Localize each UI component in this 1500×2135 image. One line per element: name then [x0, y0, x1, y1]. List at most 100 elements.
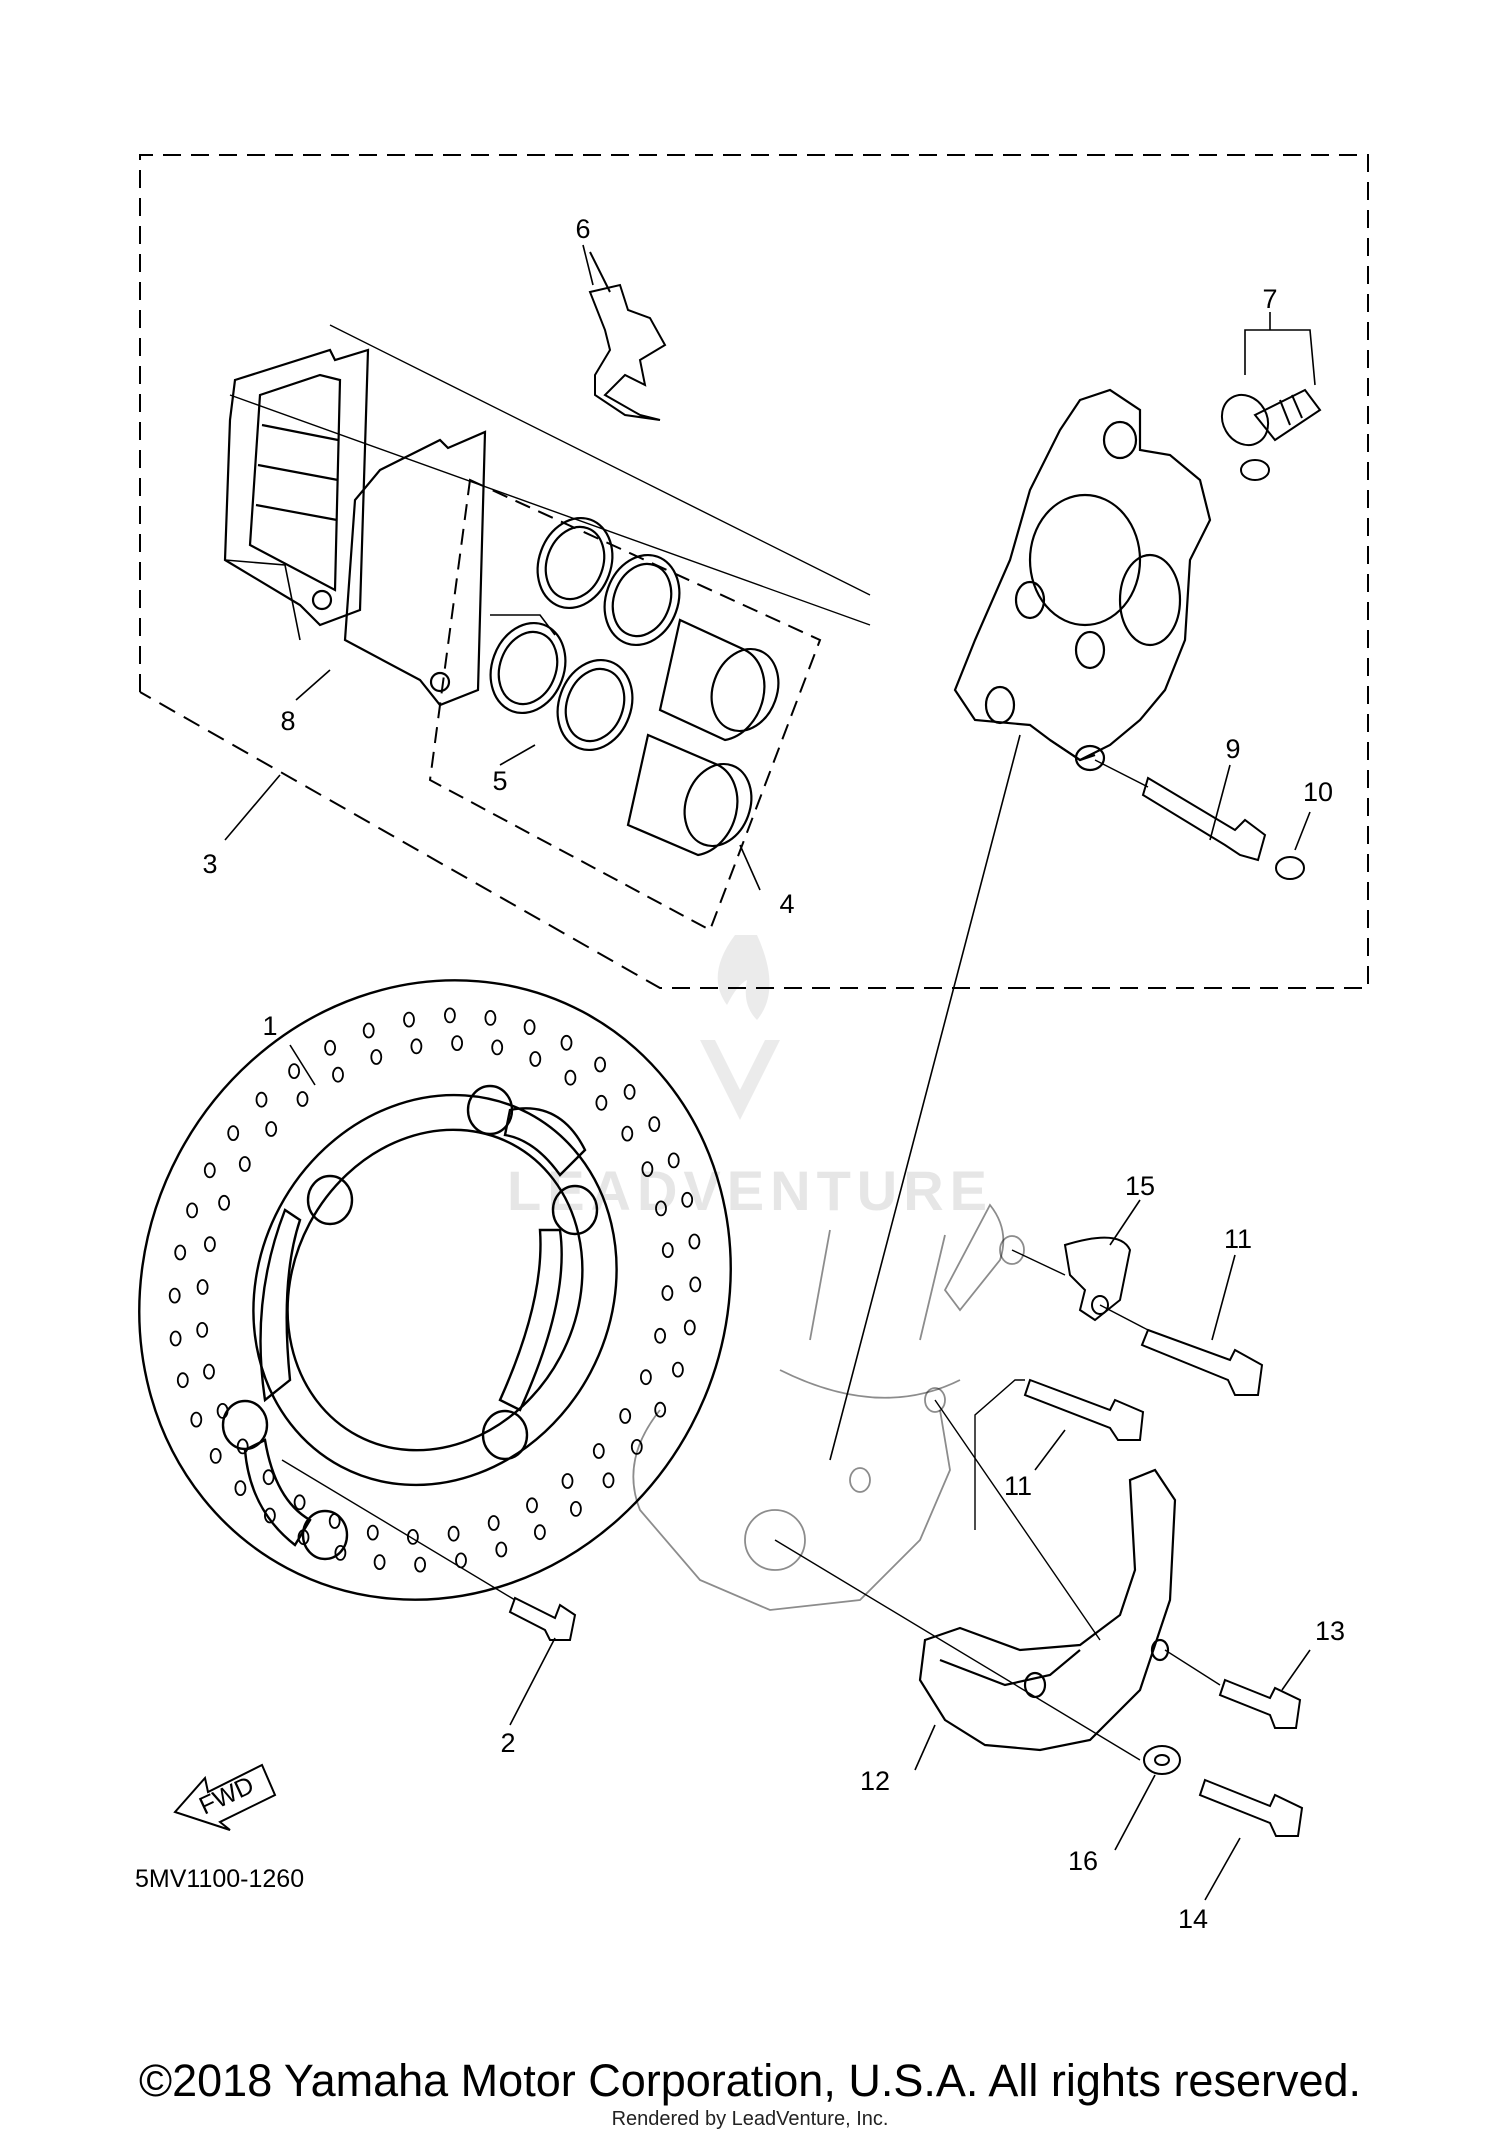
- leadventure-watermark: LEADVENTURE: [507, 935, 993, 1222]
- rendered-by-credit: Rendered by LeadVenture, Inc.: [611, 2108, 889, 2130]
- vent-hole: [654, 1401, 667, 1418]
- vent-hole: [648, 1116, 661, 1132]
- vent-hole: [561, 1473, 574, 1489]
- callout-12: 12: [860, 1766, 890, 1796]
- callout-15: 15: [1125, 1171, 1155, 1201]
- vent-hole: [681, 1191, 694, 1208]
- vent-hole: [640, 1369, 652, 1386]
- vent-hole: [362, 1022, 375, 1039]
- vent-hole: [667, 1152, 680, 1169]
- vent-hole: [495, 1541, 508, 1558]
- vent-hole: [447, 1525, 460, 1542]
- callout-16: 16: [1068, 1846, 1098, 1876]
- vent-hole: [641, 1161, 654, 1177]
- callout-11a: 11: [1224, 1224, 1252, 1254]
- vent-hole: [332, 1066, 344, 1083]
- vent-hole: [491, 1039, 504, 1056]
- vent-hole: [203, 1363, 215, 1380]
- pad-spring: [588, 251, 667, 421]
- vent-hole: [487, 1515, 500, 1531]
- fwd-arrow-icon: FWD: [173, 1763, 277, 1831]
- vent-hole: [526, 1497, 538, 1514]
- vent-hole: [672, 1361, 684, 1378]
- vent-hole: [168, 1287, 181, 1304]
- vent-hole: [196, 1279, 209, 1295]
- vent-hole: [560, 1034, 573, 1051]
- vent-hole: [595, 1094, 608, 1111]
- vent-hole: [334, 1545, 347, 1561]
- callout-8: 8: [280, 706, 295, 736]
- seals-and-pistons: [489, 516, 780, 857]
- vent-hole: [623, 1084, 636, 1100]
- vent-hole: [564, 1069, 577, 1086]
- vent-hole: [227, 1125, 240, 1141]
- vent-hole: [602, 1472, 615, 1489]
- vent-hole: [324, 1039, 337, 1056]
- seal-kit-outline: [428, 478, 822, 932]
- vent-hole: [529, 1051, 542, 1067]
- vent-hole: [234, 1480, 247, 1496]
- disc-vent-holes: [168, 1007, 702, 1573]
- vent-hole: [619, 1408, 632, 1424]
- vent-hole: [203, 1236, 216, 1253]
- vent-hole: [297, 1529, 310, 1546]
- callout-7: 7: [1262, 284, 1277, 314]
- front-fork: [632, 1203, 1025, 1611]
- vent-hole: [373, 1554, 386, 1570]
- vent-hole: [570, 1501, 582, 1517]
- slide-pin: [1141, 776, 1305, 880]
- vent-hole: [366, 1524, 379, 1541]
- vent-hole: [630, 1439, 643, 1455]
- vent-hole: [655, 1200, 667, 1217]
- copyright-notice: ©2018 Yamaha Motor Corporation, U.S.A. A…: [138, 2055, 1362, 2106]
- callout-3: 3: [202, 849, 217, 879]
- vent-hole: [683, 1319, 696, 1336]
- vent-hole: [218, 1194, 231, 1211]
- vent-hole: [654, 1327, 666, 1344]
- callout-10: 10: [1303, 777, 1333, 807]
- vent-hole: [328, 1513, 341, 1529]
- vent-hole: [414, 1556, 427, 1573]
- vent-hole: [288, 1063, 301, 1079]
- fasteners: [1023, 1236, 1304, 1837]
- brake-disc: [138, 979, 732, 1601]
- vent-hole: [443, 1007, 456, 1024]
- vent-hole: [594, 1056, 606, 1073]
- diagram-reference-code: 5MV1100-1260: [135, 1865, 304, 1893]
- watermark-text: LEADVENTURE: [507, 1159, 993, 1222]
- vent-hole: [661, 1285, 674, 1301]
- vent-hole: [621, 1125, 634, 1142]
- vent-hole: [238, 1156, 251, 1172]
- vent-hole: [169, 1330, 182, 1347]
- vent-hole: [209, 1448, 222, 1464]
- vent-hole: [689, 1276, 702, 1293]
- vent-hole: [484, 1010, 497, 1026]
- vent-hole: [262, 1469, 275, 1486]
- bleed-screw: [1220, 388, 1322, 481]
- callout-4: 4: [779, 889, 794, 919]
- vent-hole: [370, 1049, 383, 1065]
- vent-hole: [265, 1121, 278, 1137]
- vent-hole: [403, 1011, 415, 1028]
- vent-hole: [523, 1019, 536, 1035]
- vent-hole: [196, 1322, 209, 1338]
- vent-hole: [203, 1162, 216, 1179]
- vent-hole: [534, 1524, 546, 1541]
- vent-hole: [296, 1091, 309, 1107]
- caliper-assembly-outline: [139, 154, 1369, 989]
- callout-14: 14: [1178, 1904, 1208, 1934]
- callouts: 1 2 3 4 5 6 7 8 9 10 11 11 12 13 14 15 1…: [202, 214, 1345, 1934]
- vent-hole: [688, 1233, 701, 1250]
- vent-hole: [661, 1242, 674, 1258]
- vent-hole: [176, 1372, 189, 1389]
- callout-9: 9: [1225, 734, 1240, 764]
- callout-1: 1: [262, 1011, 277, 1041]
- vent-hole: [410, 1038, 423, 1055]
- vent-hole: [592, 1443, 605, 1459]
- brake-pads: [223, 348, 487, 707]
- callout-2: 2: [500, 1728, 515, 1758]
- caliper-body: [953, 388, 1212, 772]
- vent-hole: [186, 1202, 199, 1219]
- leader-lines: [224, 244, 1311, 1901]
